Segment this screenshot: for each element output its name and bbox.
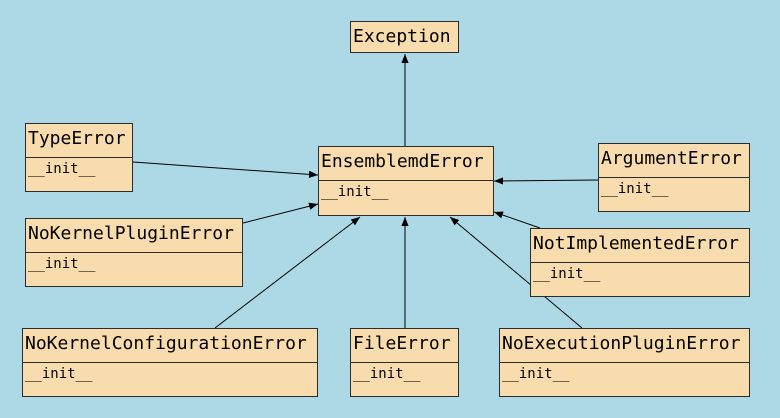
class-name: NoKernelPluginError (26, 219, 242, 253)
class-method: __init__ (601, 181, 669, 197)
class-no-execution-plugin-error[interactable]: NoExecutionPluginError __init__ (499, 328, 750, 397)
class-name: FileError (351, 329, 458, 363)
class-name: NoExecutionPluginError (500, 329, 749, 363)
class-exception[interactable]: Exception (350, 21, 459, 53)
class-name: TypeError (26, 124, 132, 158)
class-not-implemented-error[interactable]: NotImplementedError __init__ (530, 228, 750, 297)
edge-nokernelpluginerror-to-ensemblemderror (242, 202, 319, 224)
class-no-kernel-plugin-error[interactable]: NoKernelPluginError __init__ (25, 218, 243, 287)
class-name: NoKernelConfigurationError (23, 329, 317, 363)
edge-noexecutionpluginerror-to-ensemblemderror (449, 216, 583, 329)
edge-argumenterror-to-ensemblemderror (493, 177, 599, 185)
class-method: __init__ (321, 184, 389, 200)
class-no-kernel-configuration-error[interactable]: NoKernelConfigurationError __init__ (22, 328, 318, 397)
class-name: Exception (353, 26, 451, 47)
class-ensemblemd-error[interactable]: EnsemblemdError __init__ (318, 146, 494, 216)
edge-notimplementederror-to-ensemblemderror (493, 211, 541, 229)
class-method: __init__ (353, 366, 421, 382)
class-method: __init__ (28, 161, 96, 177)
class-argument-error[interactable]: ArgumentError __init__ (598, 143, 750, 212)
class-type-error[interactable]: TypeError __init__ (25, 123, 133, 192)
class-method: __init__ (533, 266, 601, 282)
class-name: ArgumentError (599, 144, 749, 178)
edge-nokernelconfigurationerror-to-ensemblemderror (214, 216, 361, 329)
class-method: __init__ (28, 256, 96, 272)
class-name: EnsemblemdError (319, 147, 493, 181)
class-file-error[interactable]: FileError __init__ (350, 328, 459, 397)
class-name: NotImplementedError (531, 229, 749, 263)
class-method: __init__ (502, 366, 570, 382)
edge-typeerror-to-ensemblemderror (132, 161, 319, 178)
class-method: __init__ (25, 366, 93, 382)
